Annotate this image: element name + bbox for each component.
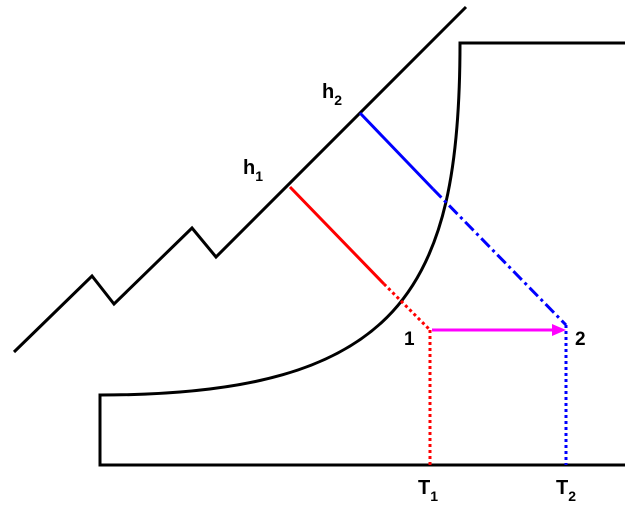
zigzag-line bbox=[12, 5, 468, 354]
red-solid-line bbox=[288, 185, 386, 286]
label-point-1: 1 bbox=[404, 329, 415, 350]
blue-dashdot-diagonal bbox=[431, 187, 568, 327]
label-h2: h2 bbox=[322, 81, 342, 108]
transition-arrow-head bbox=[552, 324, 566, 336]
profile-outline bbox=[98, 41, 625, 467]
label-T2: T2 bbox=[556, 477, 576, 504]
blue-solid-line bbox=[358, 111, 435, 191]
red-dotted-diagonal bbox=[382, 282, 432, 332]
label-h1: h1 bbox=[243, 157, 263, 184]
label-point-2: 2 bbox=[575, 329, 586, 350]
label-T1: T1 bbox=[418, 477, 438, 504]
